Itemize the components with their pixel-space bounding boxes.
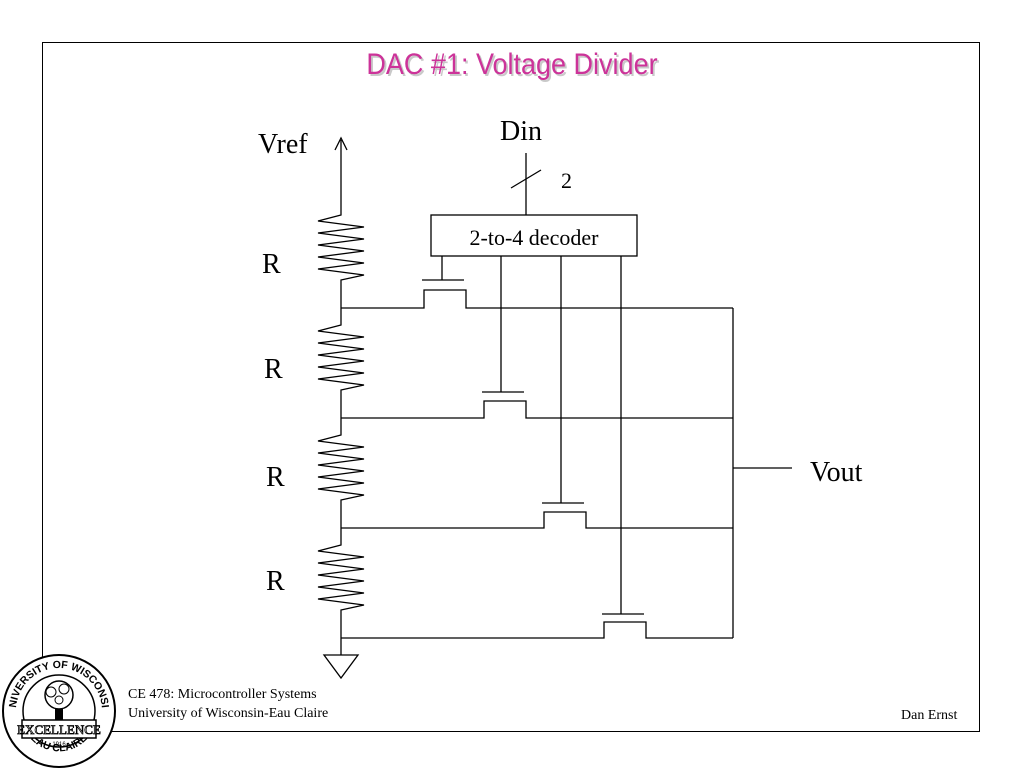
transistor-4	[341, 613, 733, 639]
resistor-label-r4: R	[266, 566, 285, 597]
transistor-2	[341, 391, 733, 419]
logo-middle-text: EXCELLENCE	[17, 722, 101, 737]
ground-icon	[322, 654, 360, 680]
resistor-r1	[317, 210, 365, 310]
slide-frame	[42, 42, 980, 732]
bus-width-label: 2	[561, 168, 572, 193]
resistor-r2	[317, 310, 365, 420]
bus-slash	[510, 169, 542, 189]
footer-school: University of Wisconsin-Eau Claire	[128, 706, 329, 721]
decoder-label: 2-to-4 decoder	[470, 225, 600, 250]
vref-label: Vref	[258, 129, 308, 160]
transistor-1	[341, 279, 733, 309]
din-label: Din	[500, 116, 542, 147]
resistor-label-r1: R	[262, 249, 281, 280]
footer-author: Dan Ernst	[901, 708, 958, 723]
vout-label: Vout	[810, 457, 863, 488]
slide-title: DAC #1: Voltage Divider	[366, 48, 658, 81]
resistor-r3	[317, 420, 365, 530]
resistor-label-r2: R	[264, 354, 283, 385]
footer-course: CE 478: Microcontroller Systems	[128, 687, 317, 702]
university-logo: UNIVERSITY OF WISCONSIN EAU CLAIRE EXCEL…	[0, 652, 116, 768]
resistor-r4	[317, 530, 365, 655]
resistor-label-r3: R	[266, 462, 285, 493]
transistor-3	[341, 502, 733, 529]
decoder-box	[430, 214, 638, 257]
vref-arrow-icon	[334, 136, 348, 151]
logo-year: 1916	[52, 742, 66, 748]
